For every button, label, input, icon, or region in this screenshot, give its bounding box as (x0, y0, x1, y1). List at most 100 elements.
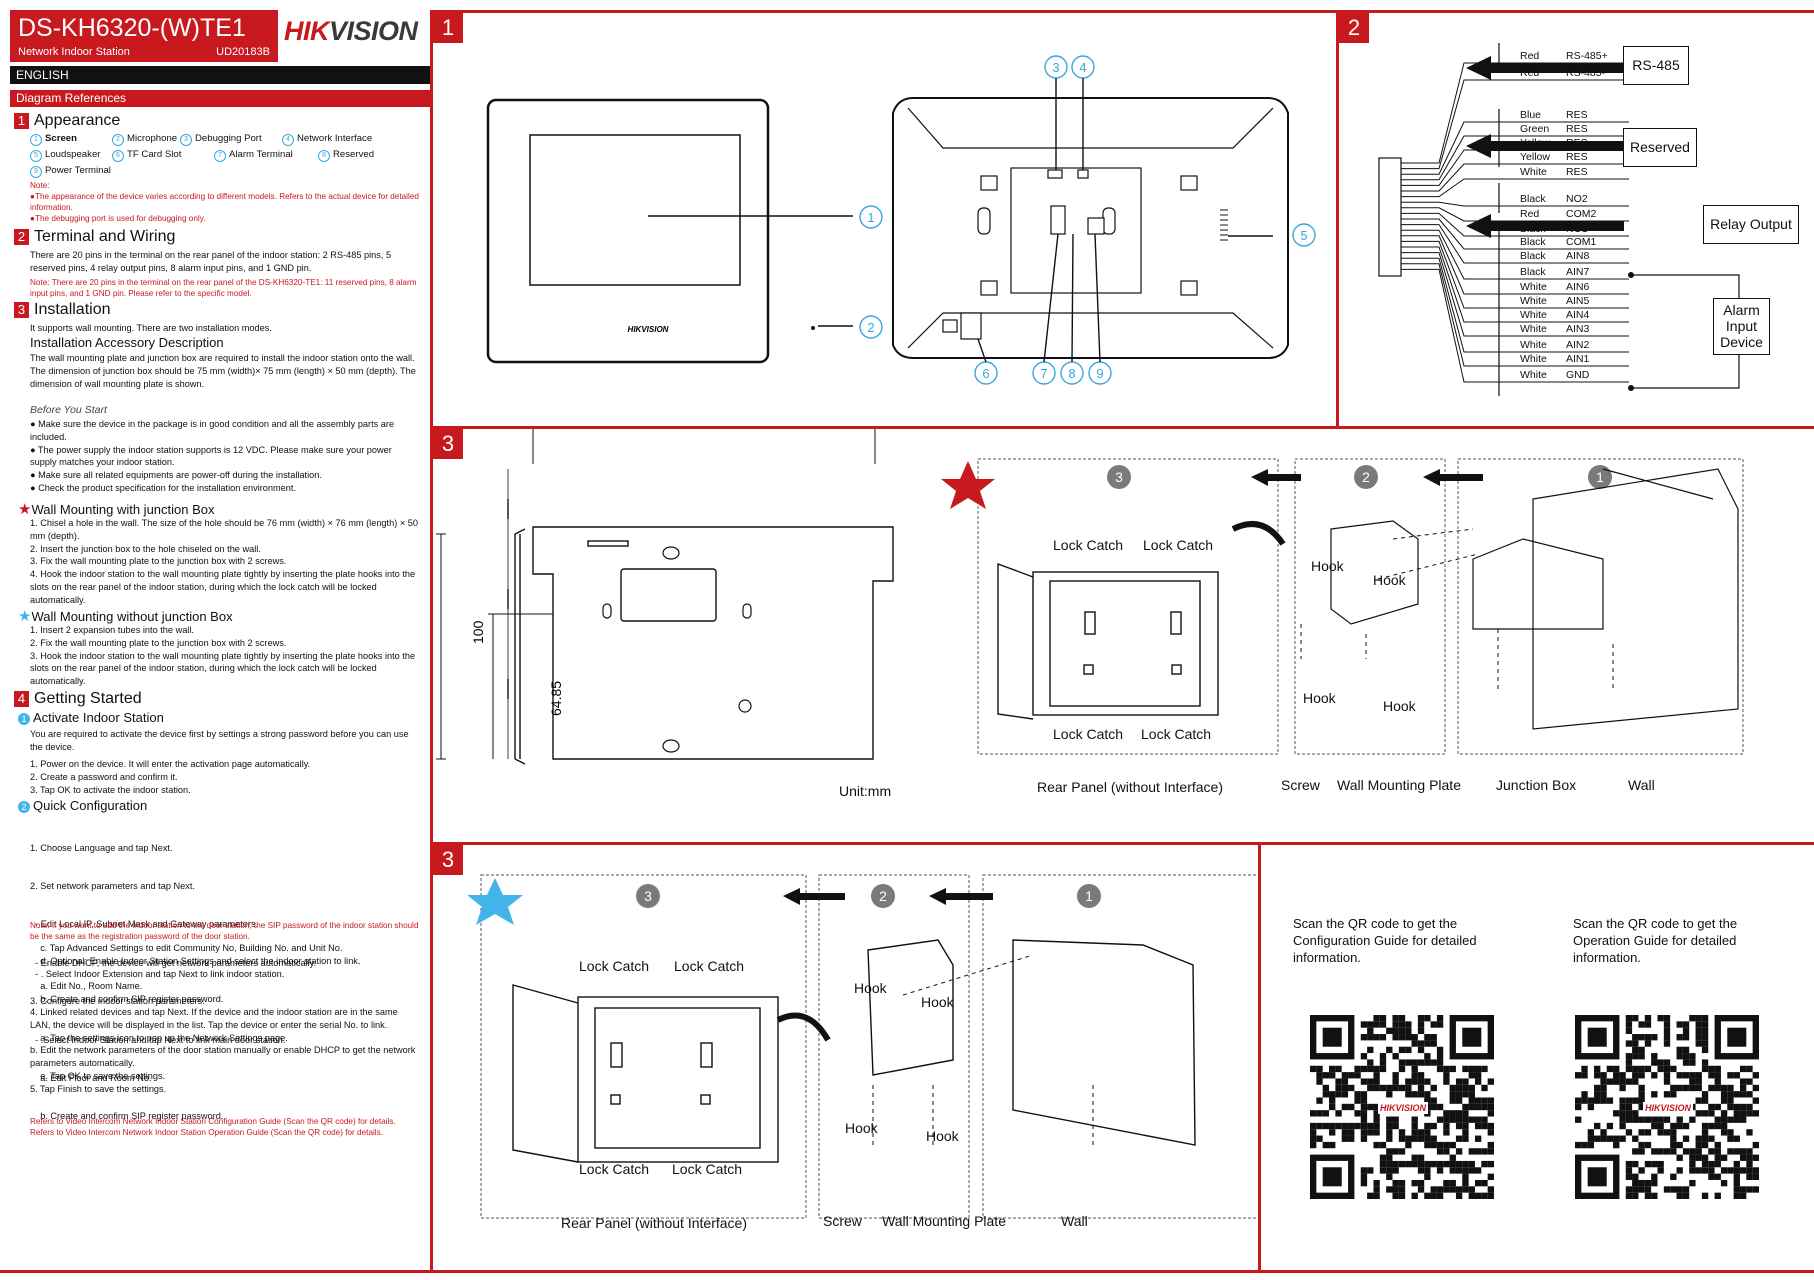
wiring-diagram (1378, 43, 1740, 396)
wire-pin-label: RES (1566, 151, 1588, 163)
wire-line (1401, 229, 1629, 280)
wire-pin-label: RES (1566, 137, 1588, 149)
wire-pin-label: AIN2 (1566, 339, 1590, 351)
wire-color-label: Black (1520, 266, 1546, 278)
operation-qr-code[interactable] (1575, 1015, 1759, 1199)
document-code: UD20183B (216, 46, 270, 58)
wire-color-label: White (1520, 295, 1547, 307)
lock-catch-label: Lock Catch (674, 958, 745, 974)
lock-catch-label: Lock Catch (1053, 726, 1124, 742)
wire-color-label: White (1520, 309, 1547, 321)
config-qr-code[interactable] (1310, 1015, 1494, 1199)
step-2: 2 (1362, 469, 1370, 485)
with-box-heading: ★Wall Mounting with junction Box (18, 501, 215, 518)
wire-pin-label: AIN4 (1566, 309, 1590, 321)
quick-config-steps: 1. Choose Language and tap Next. 2. Set … (30, 842, 317, 1122)
screen-outline (529, 134, 741, 286)
wire-pin-label: AIN7 (1566, 266, 1590, 278)
hikvision-logo: HIKVISION (284, 16, 418, 46)
rear-panel-label: Rear Panel (without Interface) (561, 1215, 747, 1231)
red-star-icon: ★ (18, 501, 32, 518)
wire-line (1401, 252, 1629, 337)
instructions-column: DS-KH6320-(W)TE1 Network Indoor Station … (0, 0, 430, 1280)
lock-catch-label: Lock Catch (579, 958, 650, 974)
junction-box-label: Junction Box (1496, 777, 1577, 793)
wire-line (1401, 263, 1629, 367)
wire-pin-label: AIN3 (1566, 323, 1590, 335)
terminal-body: There are 20 pins in the terminal on the… (30, 250, 392, 273)
lock-catch-label: Lock Catch (579, 1161, 650, 1177)
accessory-body: The wall mounting plate and junction box… (30, 353, 416, 389)
accessory-heading: Installation Accessory Description (30, 335, 224, 350)
left-divider (430, 10, 433, 1270)
callout-9: 9 (1096, 366, 1103, 381)
step-2: 2 (879, 888, 887, 904)
appearance-note: Note: ●The appearance of the device vari… (30, 181, 419, 223)
wire-pin-label: RS-485+ (1566, 50, 1608, 62)
rs485-box: RS-485 (1623, 46, 1689, 85)
quick-config-steps-continued: c. Tap Advanced Settings to edit Communi… (30, 943, 416, 1094)
wire-color-label: Red (1520, 67, 1540, 79)
wire-color-label: White (1520, 339, 1547, 351)
wire-color-label: Black (1520, 250, 1546, 262)
rule-row1 (433, 426, 1814, 429)
wire-pin-label: AIN8 (1566, 250, 1590, 262)
wire-color-label: White (1520, 353, 1547, 365)
title-bar: DS-KH6320-(W)TE1 Network Indoor Station … (10, 10, 278, 62)
wire-line (1401, 201, 1629, 207)
callout-1: 1 (867, 210, 874, 225)
step-1: 1 (1085, 888, 1093, 904)
model-subtitle: Network Indoor Station (18, 46, 130, 58)
mounting-with-box-diagram: 100 64.85 122 3 2 1 (436, 429, 1744, 765)
rule-row2 (433, 842, 1814, 845)
wire-pin-label: COM1 (1566, 236, 1597, 248)
hook-label: Hook (1303, 690, 1336, 706)
rear-panel-label: Rear Panel (without Interface) (1037, 779, 1223, 795)
reserved-box: Reserved (1623, 128, 1697, 167)
wire-pin-label: AIN6 (1566, 281, 1590, 293)
screw-label: Screw (823, 1213, 862, 1229)
wire-line (1401, 240, 1629, 309)
callout-2: 2 (867, 320, 874, 335)
lock-catch-label: Lock Catch (1053, 537, 1124, 553)
qr-logo: HIKVISION (1643, 1102, 1694, 1114)
terminal-note: Note: There are 20 pins in the terminal … (30, 278, 417, 298)
unit-label: Unit:mm (839, 783, 892, 799)
wire-color-label: White (1520, 166, 1547, 178)
wall-mounting-plate-label: Wall Mounting Plate (882, 1213, 1006, 1229)
wire-line (1401, 235, 1629, 295)
mounting-without-box-diagram: 3 2 1 (467, 874, 1258, 1219)
without-box-steps: 1. Insert 2 expansion tubes into the wal… (30, 625, 416, 687)
relay-output-box: Relay Output (1703, 205, 1799, 244)
hook-label: Hook (1373, 572, 1406, 588)
wall-label: Wall (1061, 1213, 1088, 1229)
wire-pin-label: AIN5 (1566, 295, 1590, 307)
dimension-6485: 64.85 (548, 681, 564, 716)
wire-color-label: Green (1520, 123, 1550, 135)
panel-number: 2 (1339, 13, 1369, 43)
quick-config-note: Note: If you want to add the indoor stat… (30, 921, 419, 941)
qr-logo: HIKVISION (1378, 1102, 1429, 1114)
callout-7: 7 (1040, 366, 1047, 381)
wire-pin-label: RS-485- (1566, 67, 1606, 79)
wire-pin-label: RES (1566, 123, 1588, 135)
hook-label: Hook (854, 980, 887, 996)
with-box-steps: 1. Chisel a hole in the wall. The size o… (30, 518, 418, 605)
step-1: 1 (1596, 469, 1604, 485)
wire-color-label: Yellow (1520, 151, 1550, 163)
appearance-diagram: HIKVISION 1 2 3 4 5 6 7 8 9 (486, 55, 1316, 385)
wire-pin-label: COM2 (1566, 208, 1597, 220)
blue-star-icon: ★ (18, 608, 32, 625)
refer-notes: Refers to Video Intercom Network Indoor … (30, 1117, 396, 1137)
lock-catch-label: Lock Catch (672, 1161, 743, 1177)
wire-color-label: White (1520, 281, 1547, 293)
wire-line (1401, 163, 1629, 192)
callout-8: 8 (1068, 366, 1075, 381)
hook-label: Hook (921, 994, 954, 1010)
